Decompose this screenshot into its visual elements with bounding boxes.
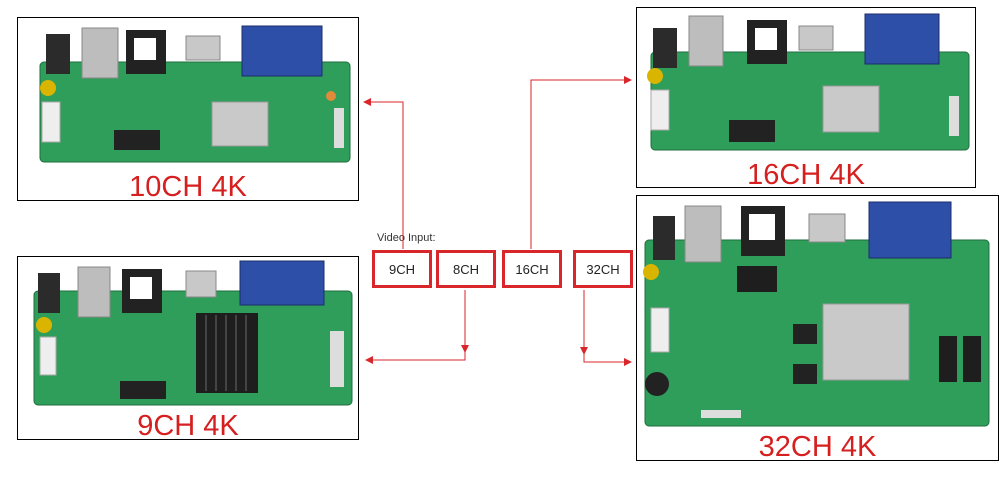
board-caption: 10CH 4K	[129, 171, 247, 203]
board-panel-10ch: 10CH 4K	[17, 17, 359, 203]
arrow-9ch-to-10ch	[363, 98, 404, 249]
pcb-image-9ch	[33, 260, 353, 406]
board-caption: 32CH 4K	[758, 431, 877, 463]
channel-button-label: 8CH	[452, 261, 479, 277]
pcb-image-16ch	[647, 13, 970, 151]
channel-button-label: 32CH	[586, 261, 620, 277]
pcb-image-32ch	[643, 201, 990, 427]
board-panel-9ch: 9CH 4K	[17, 256, 359, 442]
video-input-label: Video Input:	[377, 232, 436, 244]
channel-button-label: 9CH	[388, 261, 415, 277]
arrow-16ch-to-16ch-board	[530, 76, 632, 249]
board-panel-32ch: 32CH 4K	[636, 195, 999, 463]
channel-button-label: 16CH	[515, 261, 549, 277]
arrow-8ch-to-9ch	[365, 290, 466, 364]
board-caption: 16CH 4K	[747, 159, 865, 191]
channel-button-32ch[interactable]: 32CH	[573, 250, 633, 288]
arrow-32ch-to-32ch-board	[583, 290, 632, 366]
pcb-image-10ch	[39, 25, 351, 163]
board-caption: 9CH 4K	[137, 410, 239, 442]
channel-button-8ch[interactable]: 8CH	[436, 250, 496, 288]
board-panel-16ch: 16CH 4K	[636, 7, 976, 191]
channel-button-16ch[interactable]: 16CH	[502, 250, 562, 288]
channel-button-9ch[interactable]: 9CH	[372, 250, 432, 288]
